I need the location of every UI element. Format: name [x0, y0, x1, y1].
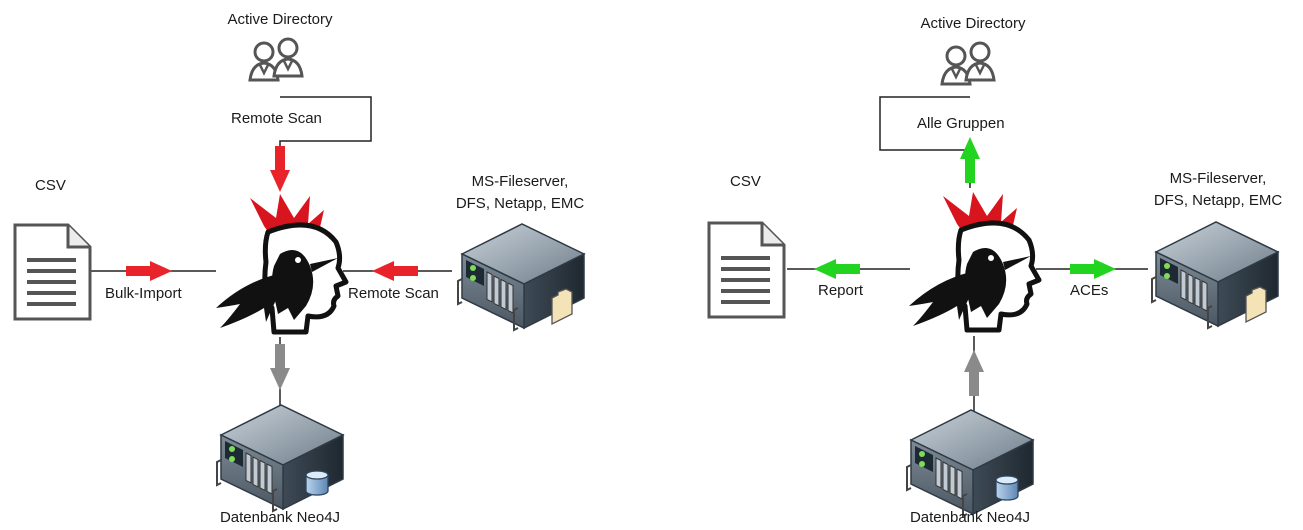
- right-fs-title-line2: DFS, Netapp, EMC: [1153, 192, 1283, 209]
- right-csv-link-label: Report: [818, 282, 864, 299]
- left-ad-import-arrow: [270, 146, 290, 192]
- left-fs-import-arrow: [372, 261, 418, 281]
- database-icon: [995, 475, 1019, 501]
- database-icon: [305, 470, 329, 496]
- right-csv-title: CSV: [730, 173, 761, 190]
- right-diagram: [707, 41, 1279, 517]
- right-fs-link-label: ACEs: [1070, 282, 1109, 299]
- raven-head-logo: [216, 194, 346, 332]
- left-diagram: [13, 37, 585, 512]
- users-icon: [940, 41, 996, 86]
- right-ad-title: Active Directory: [920, 15, 1026, 32]
- left-ad-link-label: Remote Scan: [227, 109, 326, 129]
- left-db-arrow: [270, 344, 290, 390]
- left-fs-link-label: Remote Scan: [348, 285, 439, 302]
- left-fs-title-line2: DFS, Netapp, EMC: [455, 195, 585, 212]
- left-csv-title: CSV: [35, 177, 66, 194]
- left-ad-title: Active Directory: [227, 11, 333, 28]
- database-server-icon: [906, 409, 1034, 517]
- left-csv-import-arrow: [126, 261, 172, 281]
- left-db-title: Datenbank Neo4J: [219, 509, 341, 526]
- left-csv-link-label: Bulk-Import: [105, 285, 182, 302]
- document-icon: [13, 223, 92, 321]
- users-icon: [248, 37, 304, 82]
- document-icon: [707, 221, 786, 319]
- right-fs-title-line1: MS-Fileserver,: [1169, 170, 1267, 187]
- server-icon: [457, 223, 585, 331]
- raven-head-logo: [909, 192, 1039, 330]
- right-db-title: Datenbank Neo4J: [909, 509, 1031, 526]
- right-db-arrow: [964, 350, 984, 396]
- database-server-icon: [216, 404, 344, 512]
- server-icon: [1151, 221, 1279, 329]
- right-fs-export-arrow: [1070, 259, 1116, 279]
- left-fs-title-line1: MS-Fileserver,: [471, 173, 569, 190]
- right-ad-export-arrow: [960, 137, 980, 183]
- right-ad-link-label: Alle Gruppen: [917, 115, 1005, 132]
- right-csv-export-arrow: [814, 259, 860, 279]
